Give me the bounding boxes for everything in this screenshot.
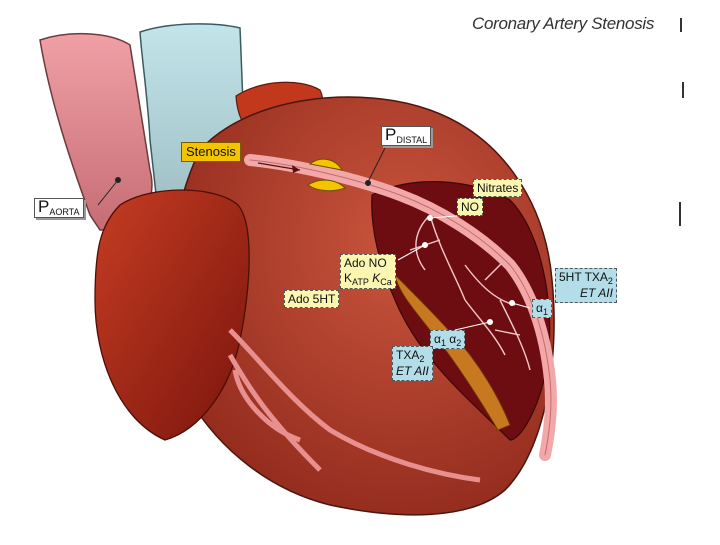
label-ado-5ht: Ado 5HT [284, 290, 339, 308]
label-5ht-txa2-et: 5HT TXA2 ET AII [555, 268, 617, 303]
label-txa2-et: TXA2 ET AII [392, 346, 433, 381]
edge-mark-2 [682, 82, 684, 98]
label-alpha1-alpha2: α1 α2 [430, 330, 465, 349]
edge-mark-3 [679, 202, 681, 226]
label-ado-k-channels: Ado NO KATP KCa [340, 254, 396, 289]
label-alpha1: α1 [532, 299, 552, 318]
edge-mark-1 [680, 18, 682, 32]
label-p-aorta: PAORTA [34, 198, 84, 218]
diagram-title: Coronary Artery Stenosis [472, 14, 654, 34]
label-ado-no: Ado NO [344, 256, 392, 271]
label-k-channels: KATP KCa [344, 271, 392, 287]
label-p-distal: PDISTAL [381, 126, 431, 146]
label-no: NO [457, 198, 483, 216]
label-stenosis: Stenosis [181, 142, 241, 162]
label-nitrates: Nitrates [473, 179, 522, 197]
